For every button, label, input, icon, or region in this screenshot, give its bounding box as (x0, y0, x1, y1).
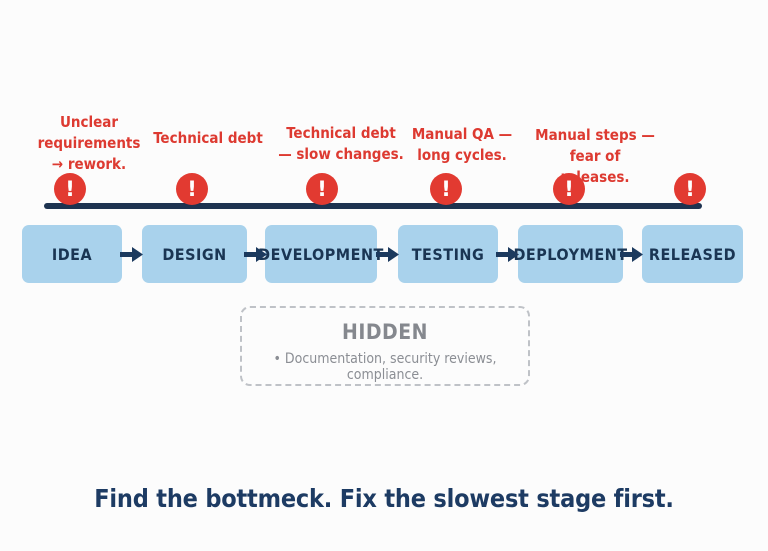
hidden-box: HIDDEN • Documentation, security reviews… (240, 306, 530, 386)
stage-box-design: DESIGN (142, 225, 247, 283)
stage-label: DEPLOYMENT (513, 244, 628, 264)
stage-box-development: DEVELOPMENT (258, 225, 383, 283)
warning-icon: ! (54, 173, 86, 205)
stage-box-released: RELEASED (642, 225, 743, 283)
stage-box-testing: TESTING (398, 225, 498, 283)
warning-icon: ! (674, 173, 706, 205)
warning-icon: ! (430, 173, 462, 205)
stage-label: RELEASED (648, 244, 737, 264)
arrow-right-icon (120, 246, 144, 263)
stage-label: IDEA (51, 244, 93, 264)
stage-box-idea: IDEA (22, 225, 122, 283)
caption: Find the bottmeck. Fix the slowest stage… (94, 484, 674, 513)
bottleneck-label-deployment: Manual steps — fear of releases. (535, 126, 655, 186)
timeline-line (44, 203, 702, 209)
arrow-right-icon (244, 246, 268, 263)
warning-icon: ! (306, 173, 338, 205)
arrow-right-icon (496, 246, 520, 263)
bottleneck-label-design: Technical debt (153, 129, 263, 147)
bottleneck-label-idea: Unclear requirements → rework. (37, 113, 141, 173)
stage-box-deployment: DEPLOYMENT (513, 225, 627, 283)
stage-label: DESIGN (162, 244, 227, 264)
bottleneck-label-development: Technical debt — slow changes. (278, 124, 404, 163)
bottleneck-label-testing: Manual QA — long cycles. (411, 125, 513, 164)
hidden-box-item: • Documentation, security reviews, compl… (273, 351, 497, 383)
stage-label: TESTING (411, 244, 485, 264)
warning-icon: ! (176, 173, 208, 205)
hidden-box-title: HIDDEN (342, 320, 428, 344)
warning-icon: ! (553, 173, 585, 205)
stage-label: DEVELOPMENT (258, 244, 384, 264)
arrow-right-icon (376, 246, 400, 263)
arrow-right-icon (620, 246, 644, 263)
